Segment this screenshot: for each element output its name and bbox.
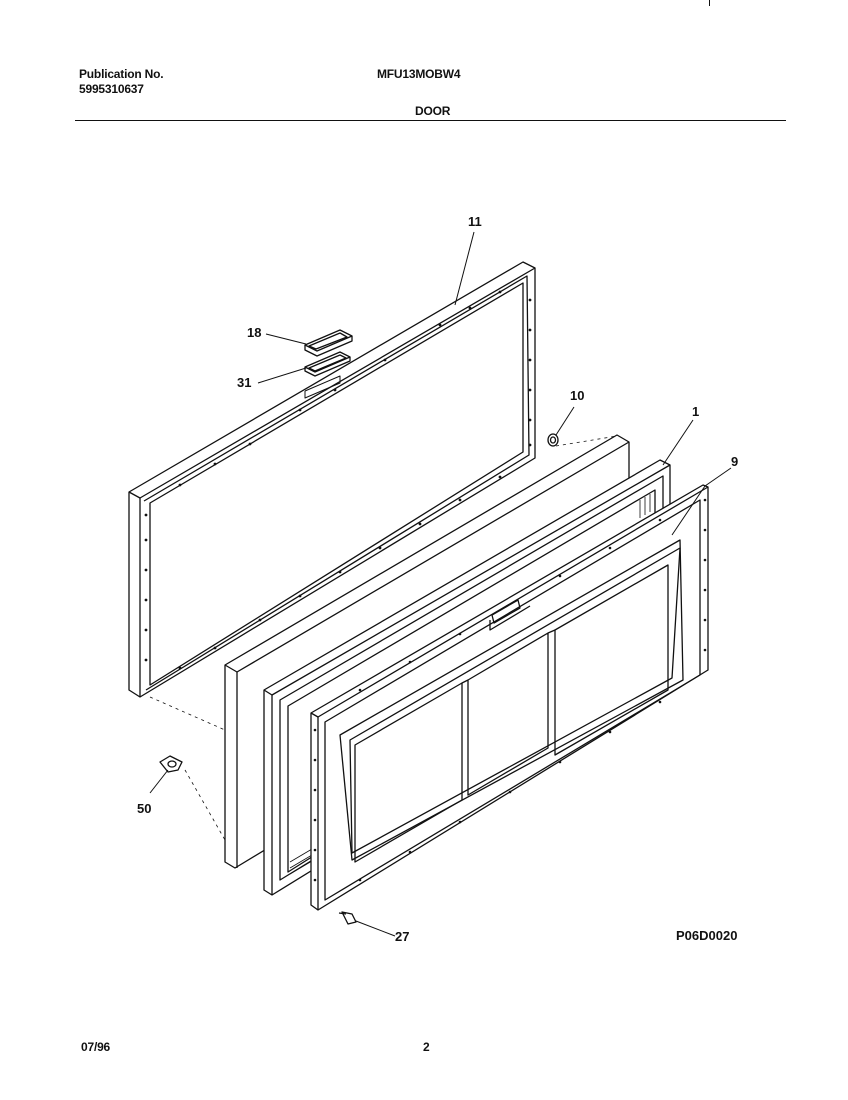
callout-11: 11: [468, 214, 482, 229]
callout-31: 31: [237, 375, 251, 390]
part-9-door-panel: [310, 484, 709, 911]
footer-page-number: 2: [423, 1040, 430, 1054]
callout-9: 9: [731, 454, 738, 469]
part-10-cap: [547, 433, 559, 447]
part-11-liner-panel: [128, 261, 536, 698]
part-18-bracket: [304, 329, 353, 357]
section-title: DOOR: [415, 104, 451, 118]
callout-10: 10: [570, 388, 584, 403]
publication-label: Publication No.: [79, 67, 164, 81]
publication-number: 5995310637: [79, 82, 144, 96]
header-rule: [75, 120, 786, 121]
top-tick-mark: [709, 0, 710, 6]
drawing-code: P06D0020: [676, 928, 738, 943]
part-27-screw: [338, 911, 357, 925]
part-31-bracket: [304, 351, 351, 399]
footer-date: 07/96: [81, 1040, 111, 1054]
callout-27: 27: [395, 929, 409, 944]
part-50-hinge-cap: [159, 755, 183, 773]
model-number: MFU13MOBW4: [377, 67, 461, 81]
callout-18: 18: [247, 325, 261, 340]
callout-1: 1: [692, 404, 699, 419]
alignment-guides: [149, 435, 618, 841]
callout-50: 50: [137, 801, 151, 816]
leader-lines: [149, 231, 732, 937]
